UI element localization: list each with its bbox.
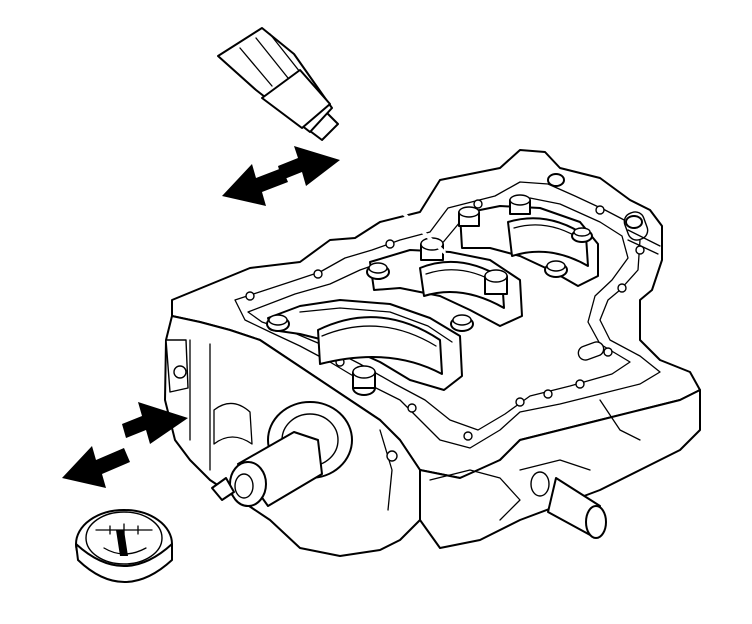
left-arrows xyxy=(62,402,188,488)
bolt xyxy=(547,173,565,187)
bolt xyxy=(366,262,390,280)
top-arrows xyxy=(222,146,340,206)
bolt xyxy=(266,314,290,332)
bolt xyxy=(484,269,508,295)
bolt xyxy=(625,215,643,229)
left-arrow-icon xyxy=(222,164,288,206)
right-arrow-icon xyxy=(122,402,188,444)
left-arrow-icon xyxy=(62,446,130,488)
bolt xyxy=(450,314,474,332)
bolt xyxy=(571,227,593,243)
right-arrow-icon xyxy=(278,146,340,186)
bolt xyxy=(458,206,480,227)
shaft-stub xyxy=(547,477,607,539)
dial-indicator xyxy=(75,477,235,583)
bolt xyxy=(544,260,568,278)
bolt xyxy=(509,194,531,215)
bolt xyxy=(352,365,376,396)
screwdriver xyxy=(217,27,446,254)
cap-bolts xyxy=(266,173,643,396)
block-face-details xyxy=(165,339,641,521)
crankshaft-nose xyxy=(229,401,353,507)
